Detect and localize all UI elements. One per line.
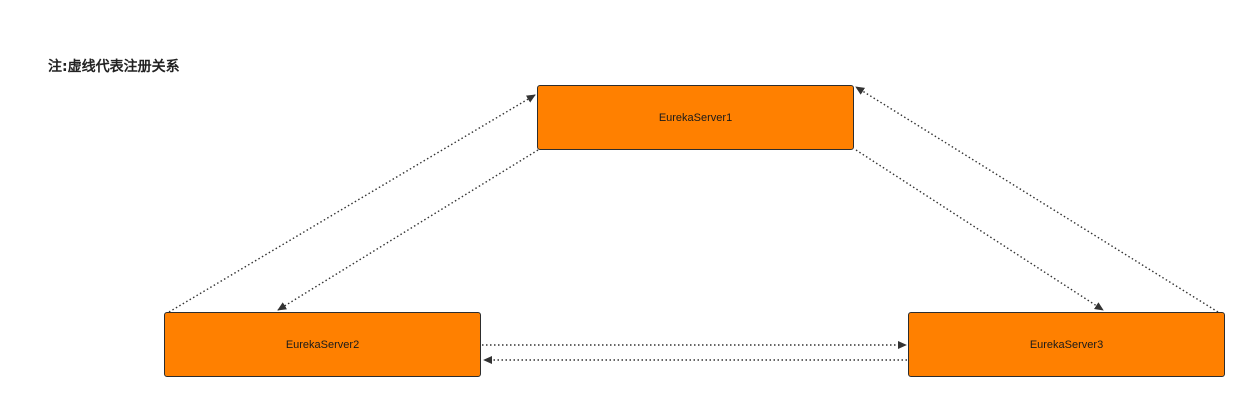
diagram-note: 注:虚线代表注册关系 [48, 59, 180, 75]
edge-server3-to-server1 [855, 86, 1219, 313]
node-label: EurekaServer2 [285, 338, 360, 351]
edge-server1-to-server3 [855, 149, 1104, 311]
node-eureka-server-1[interactable]: EurekaServer1 [537, 85, 854, 150]
node-label: EurekaServer1 [658, 111, 733, 124]
edge-server2-to-server1 [168, 94, 536, 313]
node-eureka-server-2[interactable]: EurekaServer2 [164, 312, 481, 377]
edge-server1-to-server2 [277, 149, 539, 311]
node-eureka-server-3[interactable]: EurekaServer3 [908, 312, 1225, 377]
node-label: EurekaServer3 [1029, 338, 1104, 351]
